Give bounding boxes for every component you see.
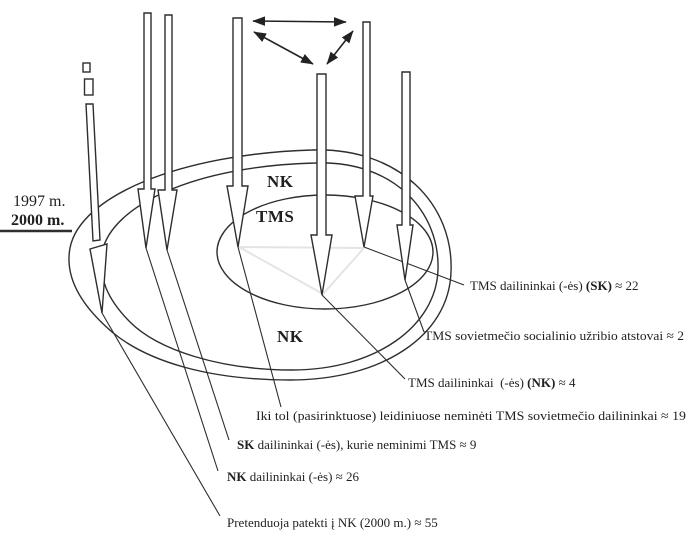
leader-tms-uzribis	[404, 279, 425, 333]
callout-pretenduoja: Pretenduoja patekti į NK (2000 m.) ≈ 55	[227, 515, 438, 530]
arrow-sk9	[157, 14, 178, 251]
callout-nk-dailininkai: NK dailininkai (-ės) ≈ 26	[227, 469, 360, 484]
callout-tms-nk-text: TMS dailininkai (-ės)	[408, 375, 527, 390]
callout-sk-bold: SK	[237, 437, 255, 452]
region-label-nk-bottom: NK	[277, 327, 304, 346]
callout-tms-nk-value: ≈ 4	[555, 375, 576, 390]
arrow-dash-segment-1	[82, 62, 91, 73]
callout-tms-sk-bold: (SK)	[586, 278, 612, 293]
inflow-arrows	[82, 12, 414, 314]
callout-tms-uzribis: TMS sovietmečio socialinio užribio atsto…	[424, 328, 684, 343]
top-relation-arrows	[252, 16, 354, 65]
inner-ellipse-1997	[100, 162, 439, 371]
region-boundaries	[68, 149, 452, 381]
callout-nk-text: dailininkai (-ės) ≈ 26	[247, 469, 360, 484]
callout-tms-sk-text: TMS dailininkai (-ės)	[470, 278, 586, 293]
leader-nk-dailininkai	[145, 247, 219, 472]
relation-arrow-diagonal-left	[253, 31, 314, 65]
arrow-tms-nk4	[310, 73, 333, 296]
callout-sk-text: dailininkai (-ės), kurie neminimi TMS ≈ …	[254, 437, 476, 452]
legend-2000: 2000 m.	[11, 212, 64, 229]
arrow-tms-sk22	[354, 21, 374, 248]
callout-tms-sk: TMS dailininkai (-ės) (SK) ≈ 22	[470, 278, 639, 293]
faint-triangle	[238, 246, 367, 296]
callout-nepaminet: Iki tol (pasirinktuose) leidiniuose nemi…	[256, 408, 686, 423]
arrow-dashed-pretenduoja	[82, 62, 108, 314]
region-label-tms: TMS	[256, 207, 294, 226]
callout-nk-bold: NK	[227, 469, 247, 484]
relation-arrow-horizontal	[252, 16, 347, 27]
arrow-dash-body	[85, 103, 101, 242]
leader-tms-sk	[363, 246, 465, 286]
leader-lines	[101, 246, 465, 517]
legend: 1997 m. 2000 m.	[0, 193, 72, 233]
leader-sk-dailininkai	[166, 249, 230, 441]
callout-tms-nk-bold: (NK)	[527, 375, 555, 390]
callout-labels: TMS dailininkai (-ės) (SK) ≈ 22 TMS sovi…	[227, 278, 686, 530]
arrow-dash-head	[89, 243, 108, 314]
relation-arrow-diagonal-right	[326, 30, 354, 65]
arrow-nepaminet19	[226, 17, 249, 248]
leader-nepaminet	[237, 246, 282, 408]
callout-tms-sk-value: ≈ 22	[612, 278, 639, 293]
arrow-uzribis2	[396, 71, 414, 281]
callout-sk-dailininkai: SK dailininkai (-ės), kurie neminimi TMS…	[237, 437, 476, 452]
arrow-dash-segment-2	[83, 78, 94, 96]
region-labels: NK TMS NK	[256, 172, 304, 346]
region-label-nk-top: NK	[267, 172, 294, 191]
leader-tms-nk	[321, 294, 406, 380]
legend-1997: 1997 m.	[13, 193, 65, 210]
callout-tms-nk: TMS dailininkai (-ės) (NK) ≈ 4	[408, 375, 576, 390]
outer-ellipse-2000	[68, 149, 452, 381]
arrow-nk26	[137, 12, 156, 249]
leader-pretenduoja	[101, 312, 221, 517]
